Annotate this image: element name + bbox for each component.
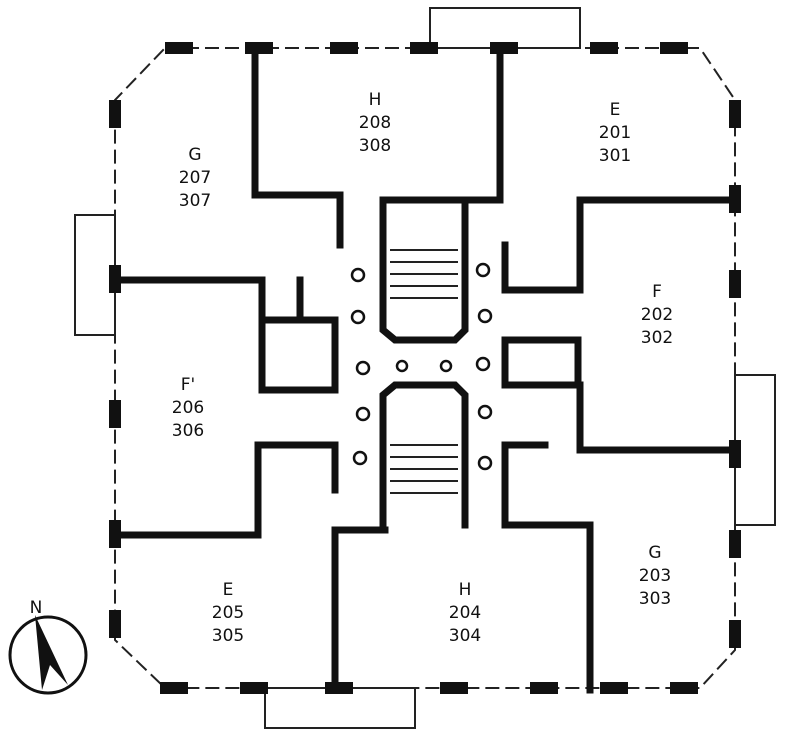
unit-number-floor-3: 303 [639,589,671,609]
unit-number-floor-3: 301 [599,146,631,166]
unit-number-floor-3: 304 [449,626,481,646]
unit-number-floor-3: 306 [172,421,204,441]
unit-number-floor-3: 305 [212,626,244,646]
unit-label-201: E 201 301 [599,100,631,166]
unit-number-floor-2: 203 [639,566,671,586]
unit-letter: H [459,580,472,600]
unit-label-204: H 204 304 [449,580,481,646]
compass-north-label: N [30,598,43,618]
stair-treads [390,249,458,494]
unit-number-floor-3: 307 [179,191,211,211]
north-compass-icon: N [8,598,88,695]
unit-label-203: G 203 303 [639,543,671,609]
unit-letter: H [369,90,382,110]
unit-letter: E [223,580,234,600]
unit-number-floor-2: 207 [179,168,211,188]
unit-number-floor-2: 205 [212,603,244,623]
unit-letter: F' [181,375,195,395]
unit-number-floor-3: 308 [359,136,391,156]
unit-label-208: H 208 308 [359,90,391,156]
unit-label-205: E 205 305 [212,580,244,646]
unit-number-floor-3: 302 [641,328,673,348]
unit-label-206: F' 206 306 [172,375,204,441]
unit-label-202: F 202 302 [641,282,673,348]
unit-letter: G [188,145,201,165]
unit-number-floor-2: 202 [641,305,673,325]
unit-number-floor-2: 201 [599,123,631,143]
unit-letter: G [648,543,661,563]
unit-label-207: G 207 307 [179,145,211,211]
unit-number-floor-2: 206 [172,398,204,418]
unit-letter: E [610,100,621,120]
unit-number-floor-2: 208 [359,113,391,133]
corridor-columns [350,262,493,471]
unit-letter: F [652,282,662,302]
unit-number-floor-2: 204 [449,603,481,623]
interior-walls [111,46,739,694]
